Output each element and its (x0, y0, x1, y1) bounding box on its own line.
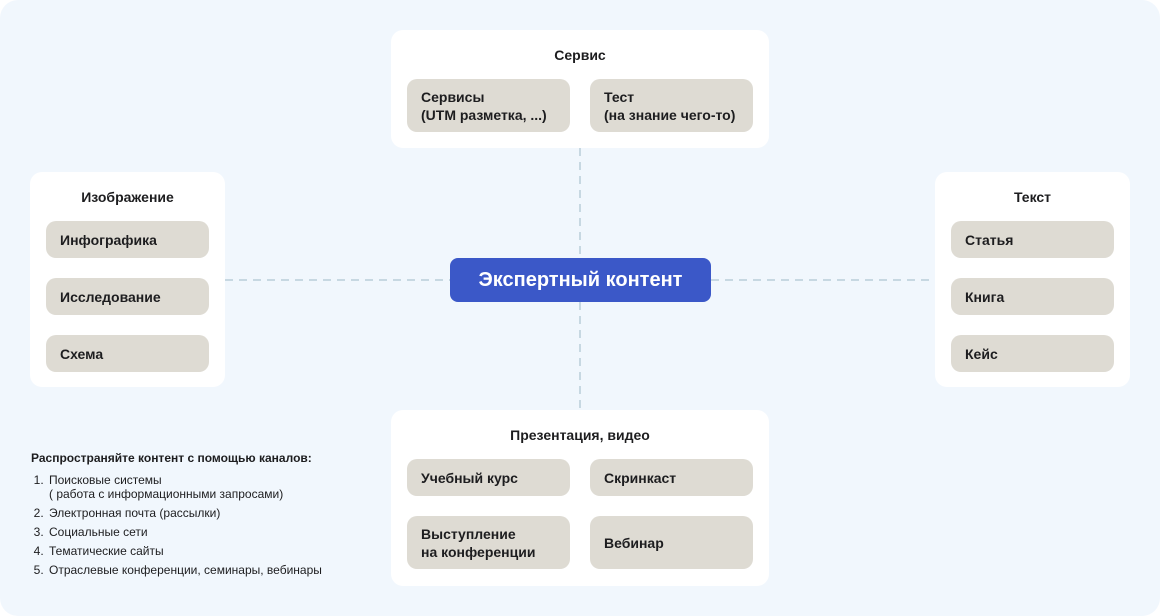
item-test: Тест (на знание чего-то) (590, 79, 753, 132)
group-title-presentation: Презентация, видео (510, 427, 650, 443)
group-title-image: Изображение (81, 189, 174, 205)
item-article: Статья (951, 221, 1114, 258)
item-course: Учебный курс (407, 459, 570, 496)
item-case: Кейс (951, 335, 1114, 372)
channel-item-thematic-sites: Тематические сайты (47, 544, 391, 558)
item-scheme: Схема (46, 335, 209, 372)
item-research: Исследование (46, 278, 209, 315)
item-book: Книга (951, 278, 1114, 315)
channel-item-conferences: Отраслевые конференции, семинары, вебина… (47, 563, 391, 577)
channels-list: Поисковые системы ( работа с информацион… (31, 473, 391, 577)
channels-block: Распространяйте контент с помощью канало… (31, 451, 391, 582)
channel-item-social: Социальные сети (47, 525, 391, 539)
item-services: Сервисы (UTM разметка, ...) (407, 79, 570, 132)
channel-item-search: Поисковые системы ( работа с информацион… (47, 473, 391, 501)
group-card-service: Сервис Сервисы (UTM разметка, ...) Тест … (391, 30, 769, 148)
item-infographic: Инфографика (46, 221, 209, 258)
channels-title: Распространяйте контент с помощью канало… (31, 451, 312, 465)
channel-item-email: Электронная почта (рассылки) (47, 506, 391, 520)
group-title-text: Текст (1013, 189, 1052, 205)
item-screencast: Скринкаст (590, 459, 753, 496)
group-card-presentation: Презентация, видео Учебный курс Скринкас… (391, 410, 769, 586)
group-card-image: Изображение Инфографика Исследование Схе… (30, 172, 225, 387)
item-webinar: Вебинар (590, 516, 753, 569)
item-conference-talk: Выступление на конференции (407, 516, 570, 569)
group-card-text: Текст Статья Книга Кейс (935, 172, 1130, 387)
group-title-service: Сервис (554, 47, 606, 63)
center-node: Экспертный контент (450, 258, 711, 302)
